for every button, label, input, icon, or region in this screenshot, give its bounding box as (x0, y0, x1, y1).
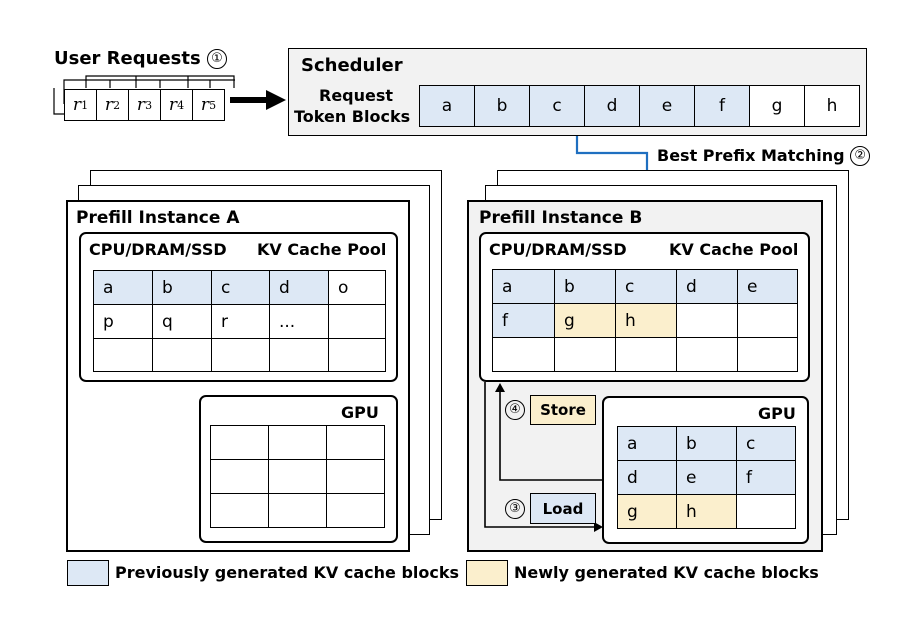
pool-cell: b (152, 270, 212, 305)
instance-b-pool-right-label: KV Cache Pool (669, 240, 799, 259)
pool-cell (269, 338, 329, 372)
gpu-cell (326, 493, 385, 528)
load-step-marker: ③ (505, 499, 525, 519)
load-label: Load (530, 493, 596, 524)
gpu-cell (210, 425, 269, 460)
scheduler-label-line1: Request (319, 86, 394, 105)
pool-cell: q (152, 304, 212, 339)
pool-cell: o (328, 270, 386, 305)
gpu-cell: d (617, 460, 677, 495)
legend-previous-swatch (67, 560, 109, 586)
token-block: a (419, 85, 475, 127)
pool-cell: a (492, 269, 555, 304)
pool-cell: ... (269, 304, 329, 339)
instance-a-pool-left-label: CPU/DRAM/SSD (89, 240, 227, 259)
gpu-cell (326, 425, 385, 460)
pool-cell: d (676, 269, 738, 304)
gpu-cell (268, 459, 327, 494)
gpu-cell (268, 425, 327, 460)
pool-cell (93, 338, 153, 372)
user-requests-label: User Requests (54, 48, 201, 69)
instance-a-pool-right-label: KV Cache Pool (257, 240, 387, 259)
token-block: g (749, 85, 805, 127)
pool-cell (737, 303, 798, 338)
token-block: h (804, 85, 860, 127)
gpu-cell: b (676, 426, 737, 461)
gpu-cell (736, 494, 796, 529)
best-prefix-matching-label: Best Prefix Matching ② (657, 146, 871, 166)
pool-cell (492, 337, 555, 372)
user-requests-title: User Requests ① (54, 48, 227, 69)
token-block: c (529, 85, 585, 127)
instance-b-title: Prefill Instance B (479, 208, 643, 228)
pool-cell (328, 338, 386, 372)
gpu-cell: e (676, 460, 737, 495)
pool-cell (615, 337, 677, 372)
token-block: f (694, 85, 750, 127)
legend-previous-label: Previously generated KV cache blocks (115, 563, 460, 582)
instance-b-gpu-title: GPU (758, 404, 796, 423)
pool-cell (554, 337, 616, 372)
pool-cell (328, 304, 386, 339)
gpu-cell (210, 459, 269, 494)
instance-a-title: Prefill Instance A (76, 208, 240, 228)
pool-cell: h (615, 303, 677, 338)
store-load-arrows (484, 382, 604, 532)
step-1-marker: ① (206, 49, 227, 69)
instance-a-kv-cache-pool: CPU/DRAM/SSD KV Cache Pool (79, 232, 398, 382)
legend-new-label: Newly generated KV cache blocks (514, 563, 819, 582)
legend-new-swatch (466, 560, 508, 586)
pool-cell (152, 338, 212, 372)
pool-cell: e (737, 269, 798, 304)
pool-cell: f (492, 303, 555, 338)
pool-cell: r (211, 304, 270, 339)
gpu-cell: a (617, 426, 677, 461)
gpu-cell (268, 493, 327, 528)
gpu-cell: f (736, 460, 796, 495)
gpu-cell: h (676, 494, 737, 529)
pool-cell (211, 338, 270, 372)
scheduler-label-line2: Token Blocks (294, 107, 411, 126)
store-step-marker: ④ (505, 400, 525, 420)
instance-a-gpu-title: GPU (341, 403, 379, 422)
pool-cell: c (615, 269, 677, 304)
pool-cell: c (211, 270, 270, 305)
pool-cell: d (269, 270, 329, 305)
token-block: e (639, 85, 695, 127)
request-to-scheduler-arrow (230, 90, 286, 110)
instance-a-gpu: GPU (199, 395, 398, 543)
pool-cell: a (93, 270, 153, 305)
pool-cell: p (93, 304, 153, 339)
token-block: d (584, 85, 640, 127)
pool-cell (676, 337, 738, 372)
store-label: Store (530, 395, 596, 425)
gpu-cell: g (617, 494, 677, 529)
token-block: b (474, 85, 530, 127)
gpu-cell (210, 493, 269, 528)
pool-cell: b (554, 269, 616, 304)
gpu-cell: c (736, 426, 796, 461)
gpu-cell (326, 459, 385, 494)
pool-cell (737, 337, 798, 372)
pool-cell: g (554, 303, 616, 338)
instance-b-pool-left-label: CPU/DRAM/SSD (489, 240, 627, 259)
step-2-marker: ② (850, 146, 871, 166)
scheduler-title: Scheduler (301, 55, 403, 76)
pool-cell (676, 303, 738, 338)
